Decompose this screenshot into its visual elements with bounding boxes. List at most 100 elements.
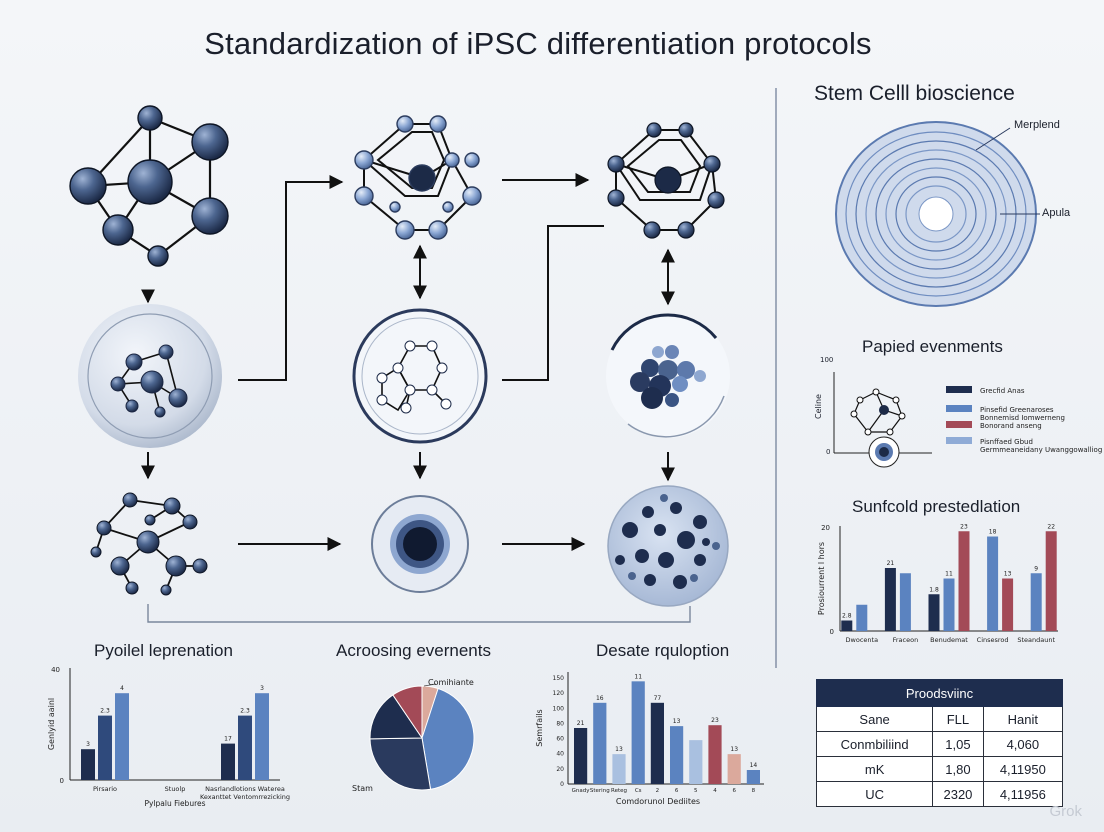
table-cell: 4,11950 bbox=[982, 756, 1064, 782]
data-label: 2.3 bbox=[240, 708, 250, 715]
flow-arrows bbox=[141, 173, 691, 623]
legend-label: Bonnemisd Iomwerneng bbox=[980, 414, 1065, 422]
data-label: 21 bbox=[577, 720, 585, 727]
x-tick-label: Stering bbox=[590, 788, 610, 794]
sphere-cell-cluster bbox=[78, 304, 222, 448]
leader-line bbox=[423, 683, 437, 687]
ring-molecule-icon bbox=[607, 122, 725, 239]
bar bbox=[612, 754, 626, 784]
x-tick-label: 2 bbox=[656, 788, 660, 794]
annotation-top: Merplend bbox=[1014, 119, 1060, 131]
data-label: 3 bbox=[86, 741, 90, 748]
x-tick-label: Kexanttet Ventomrrezicking bbox=[200, 793, 290, 801]
y-axis-label: Semrfails bbox=[535, 709, 544, 746]
x-tick-label: 6 bbox=[675, 788, 679, 794]
data-label: 21 bbox=[887, 560, 895, 567]
y-tick-label: 60 bbox=[556, 736, 564, 743]
x-tick-label: Gnady bbox=[572, 788, 591, 794]
data-label: 11 bbox=[634, 673, 642, 680]
data-label: 1.8 bbox=[929, 586, 939, 593]
bar bbox=[928, 594, 940, 631]
table-cell: UC bbox=[815, 781, 934, 807]
evenments-y-zero: 0 bbox=[826, 448, 831, 456]
pie-label: Stam bbox=[352, 784, 373, 793]
x-tick-label: 6 bbox=[732, 788, 736, 794]
data-label: 13 bbox=[1004, 571, 1012, 578]
legend-swatch bbox=[946, 405, 972, 412]
pie-slice bbox=[421, 685, 439, 739]
pie-slice bbox=[369, 737, 432, 791]
bar bbox=[884, 568, 896, 631]
bar bbox=[1030, 573, 1042, 631]
bar bbox=[746, 770, 760, 784]
branched-molecule-icon bbox=[90, 492, 208, 596]
evenments-plot bbox=[833, 372, 932, 468]
x-tick-label: Dwocenta bbox=[846, 636, 879, 644]
bar bbox=[631, 681, 645, 784]
bar bbox=[670, 726, 684, 784]
table-cell: 4,11956 bbox=[982, 781, 1064, 807]
watermark: Grok bbox=[1049, 803, 1082, 820]
legend-label: Pinsefid Greenaroses bbox=[980, 406, 1054, 414]
table-row: mK 1,80 4,11950 bbox=[815, 756, 1064, 782]
bar bbox=[574, 728, 588, 784]
table-row: Conmbiliind 1,05 4,060 bbox=[815, 731, 1064, 757]
data-label: 17 bbox=[224, 736, 232, 743]
y-tick-label: 0 bbox=[830, 628, 834, 636]
table-cell: Sane bbox=[815, 706, 934, 732]
data-label: 3 bbox=[260, 685, 264, 692]
acroosing-title: Acroosing evernents bbox=[336, 641, 491, 660]
pyoilel-title: Pyoilel leprenation bbox=[94, 641, 233, 660]
table-cell: FLL bbox=[932, 706, 984, 732]
pie-slice bbox=[421, 685, 475, 790]
bar bbox=[255, 693, 269, 780]
molecule-atoms bbox=[69, 105, 229, 267]
y-tick-label: 40 bbox=[51, 666, 60, 674]
table-row: UC 2320 4,11956 bbox=[815, 781, 1064, 807]
x-tick-label: Reteg bbox=[611, 788, 627, 794]
data-label: 23 bbox=[711, 717, 719, 724]
data-label: 11 bbox=[945, 571, 953, 578]
bar bbox=[1002, 578, 1014, 631]
x-tick-label: 4 bbox=[713, 788, 717, 794]
legend-swatch bbox=[946, 421, 972, 428]
bar bbox=[81, 749, 95, 780]
stem-cell-rings-icon bbox=[835, 121, 1040, 307]
pie-label: Comihiante bbox=[428, 678, 474, 687]
y-tick-label: 100 bbox=[553, 705, 565, 712]
bar bbox=[1045, 531, 1057, 631]
data-label: 16 bbox=[596, 695, 604, 702]
sunfcold-title: Sunfcold prestedlation bbox=[852, 497, 1021, 516]
table-cell: 1,05 bbox=[932, 731, 984, 757]
legend-label: Pisnffaed Gbud bbox=[980, 438, 1033, 446]
y-tick-label: 40 bbox=[556, 751, 564, 758]
data-label: 22 bbox=[1047, 523, 1055, 530]
table-cell: 4,060 bbox=[982, 731, 1064, 757]
y-tick-label: 20 bbox=[556, 766, 564, 773]
data-label: 23 bbox=[960, 523, 968, 530]
bar bbox=[115, 693, 129, 780]
bar bbox=[221, 743, 235, 780]
y-axis-label: Prosiourrent l hors bbox=[817, 542, 826, 615]
bar bbox=[943, 578, 955, 631]
x-axis-label: Comdorunol Dediites bbox=[616, 797, 700, 806]
evenments-y-label: Celine bbox=[813, 394, 823, 419]
x-tick-label: 5 bbox=[694, 788, 698, 794]
data-label: 77 bbox=[654, 695, 662, 702]
x-tick-label: Fraceon bbox=[893, 636, 919, 644]
bar bbox=[689, 740, 703, 784]
data-label: 18 bbox=[989, 529, 997, 536]
x-tick-label: 8 bbox=[752, 788, 756, 794]
bar bbox=[238, 715, 252, 780]
bar bbox=[958, 531, 970, 631]
circle-hexagon-molecule bbox=[352, 308, 488, 444]
desate-title: Desate rquloption bbox=[596, 641, 730, 660]
data-label: 2.8 bbox=[842, 613, 852, 620]
data-label: 2.3 bbox=[100, 708, 110, 715]
x-tick-label: Benudemat bbox=[930, 636, 968, 644]
annotation-bottom: Apula bbox=[1042, 207, 1071, 219]
x-tick-label: Steandaunt bbox=[1017, 636, 1055, 644]
bar bbox=[841, 620, 853, 631]
evenments-title: Papied evenments bbox=[862, 337, 1003, 356]
